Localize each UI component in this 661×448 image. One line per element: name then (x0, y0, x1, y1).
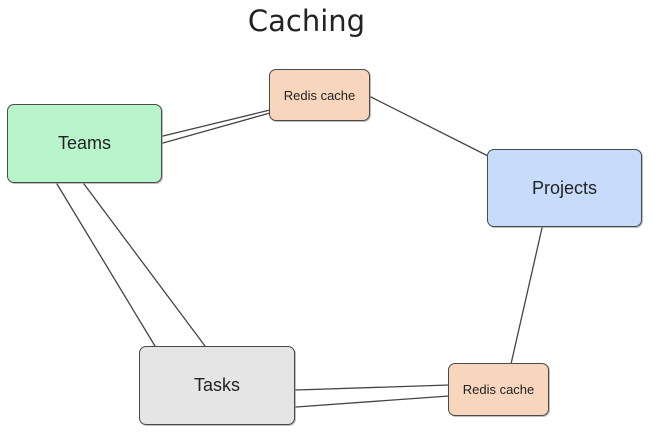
diagram-title: Caching (247, 4, 366, 38)
node-tasks-label: Tasks (193, 375, 240, 395)
edge-teams-cache-top (162, 109, 271, 144)
node-teams-label: Teams (57, 133, 111, 153)
node-redis-cache-bottom-label: Redis cache (462, 382, 535, 397)
edge-projects-cache-bottom (510, 227, 543, 365)
node-teams[interactable]: Teams (7, 104, 162, 183)
edge-tasks-teams (56, 183, 206, 347)
node-projects[interactable]: Projects (487, 149, 642, 227)
edge-cache-bottom-tasks (295, 384, 450, 408)
node-redis-cache-top-label: Redis cache (283, 87, 356, 103)
node-redis-cache-bottom[interactable]: Redis cache (448, 363, 549, 416)
node-tasks[interactable]: Tasks (139, 346, 295, 425)
edge-cache-top-projects (370, 96, 489, 157)
node-projects-label: Projects (531, 177, 598, 198)
node-redis-cache-top[interactable]: Redis cache (269, 69, 370, 121)
